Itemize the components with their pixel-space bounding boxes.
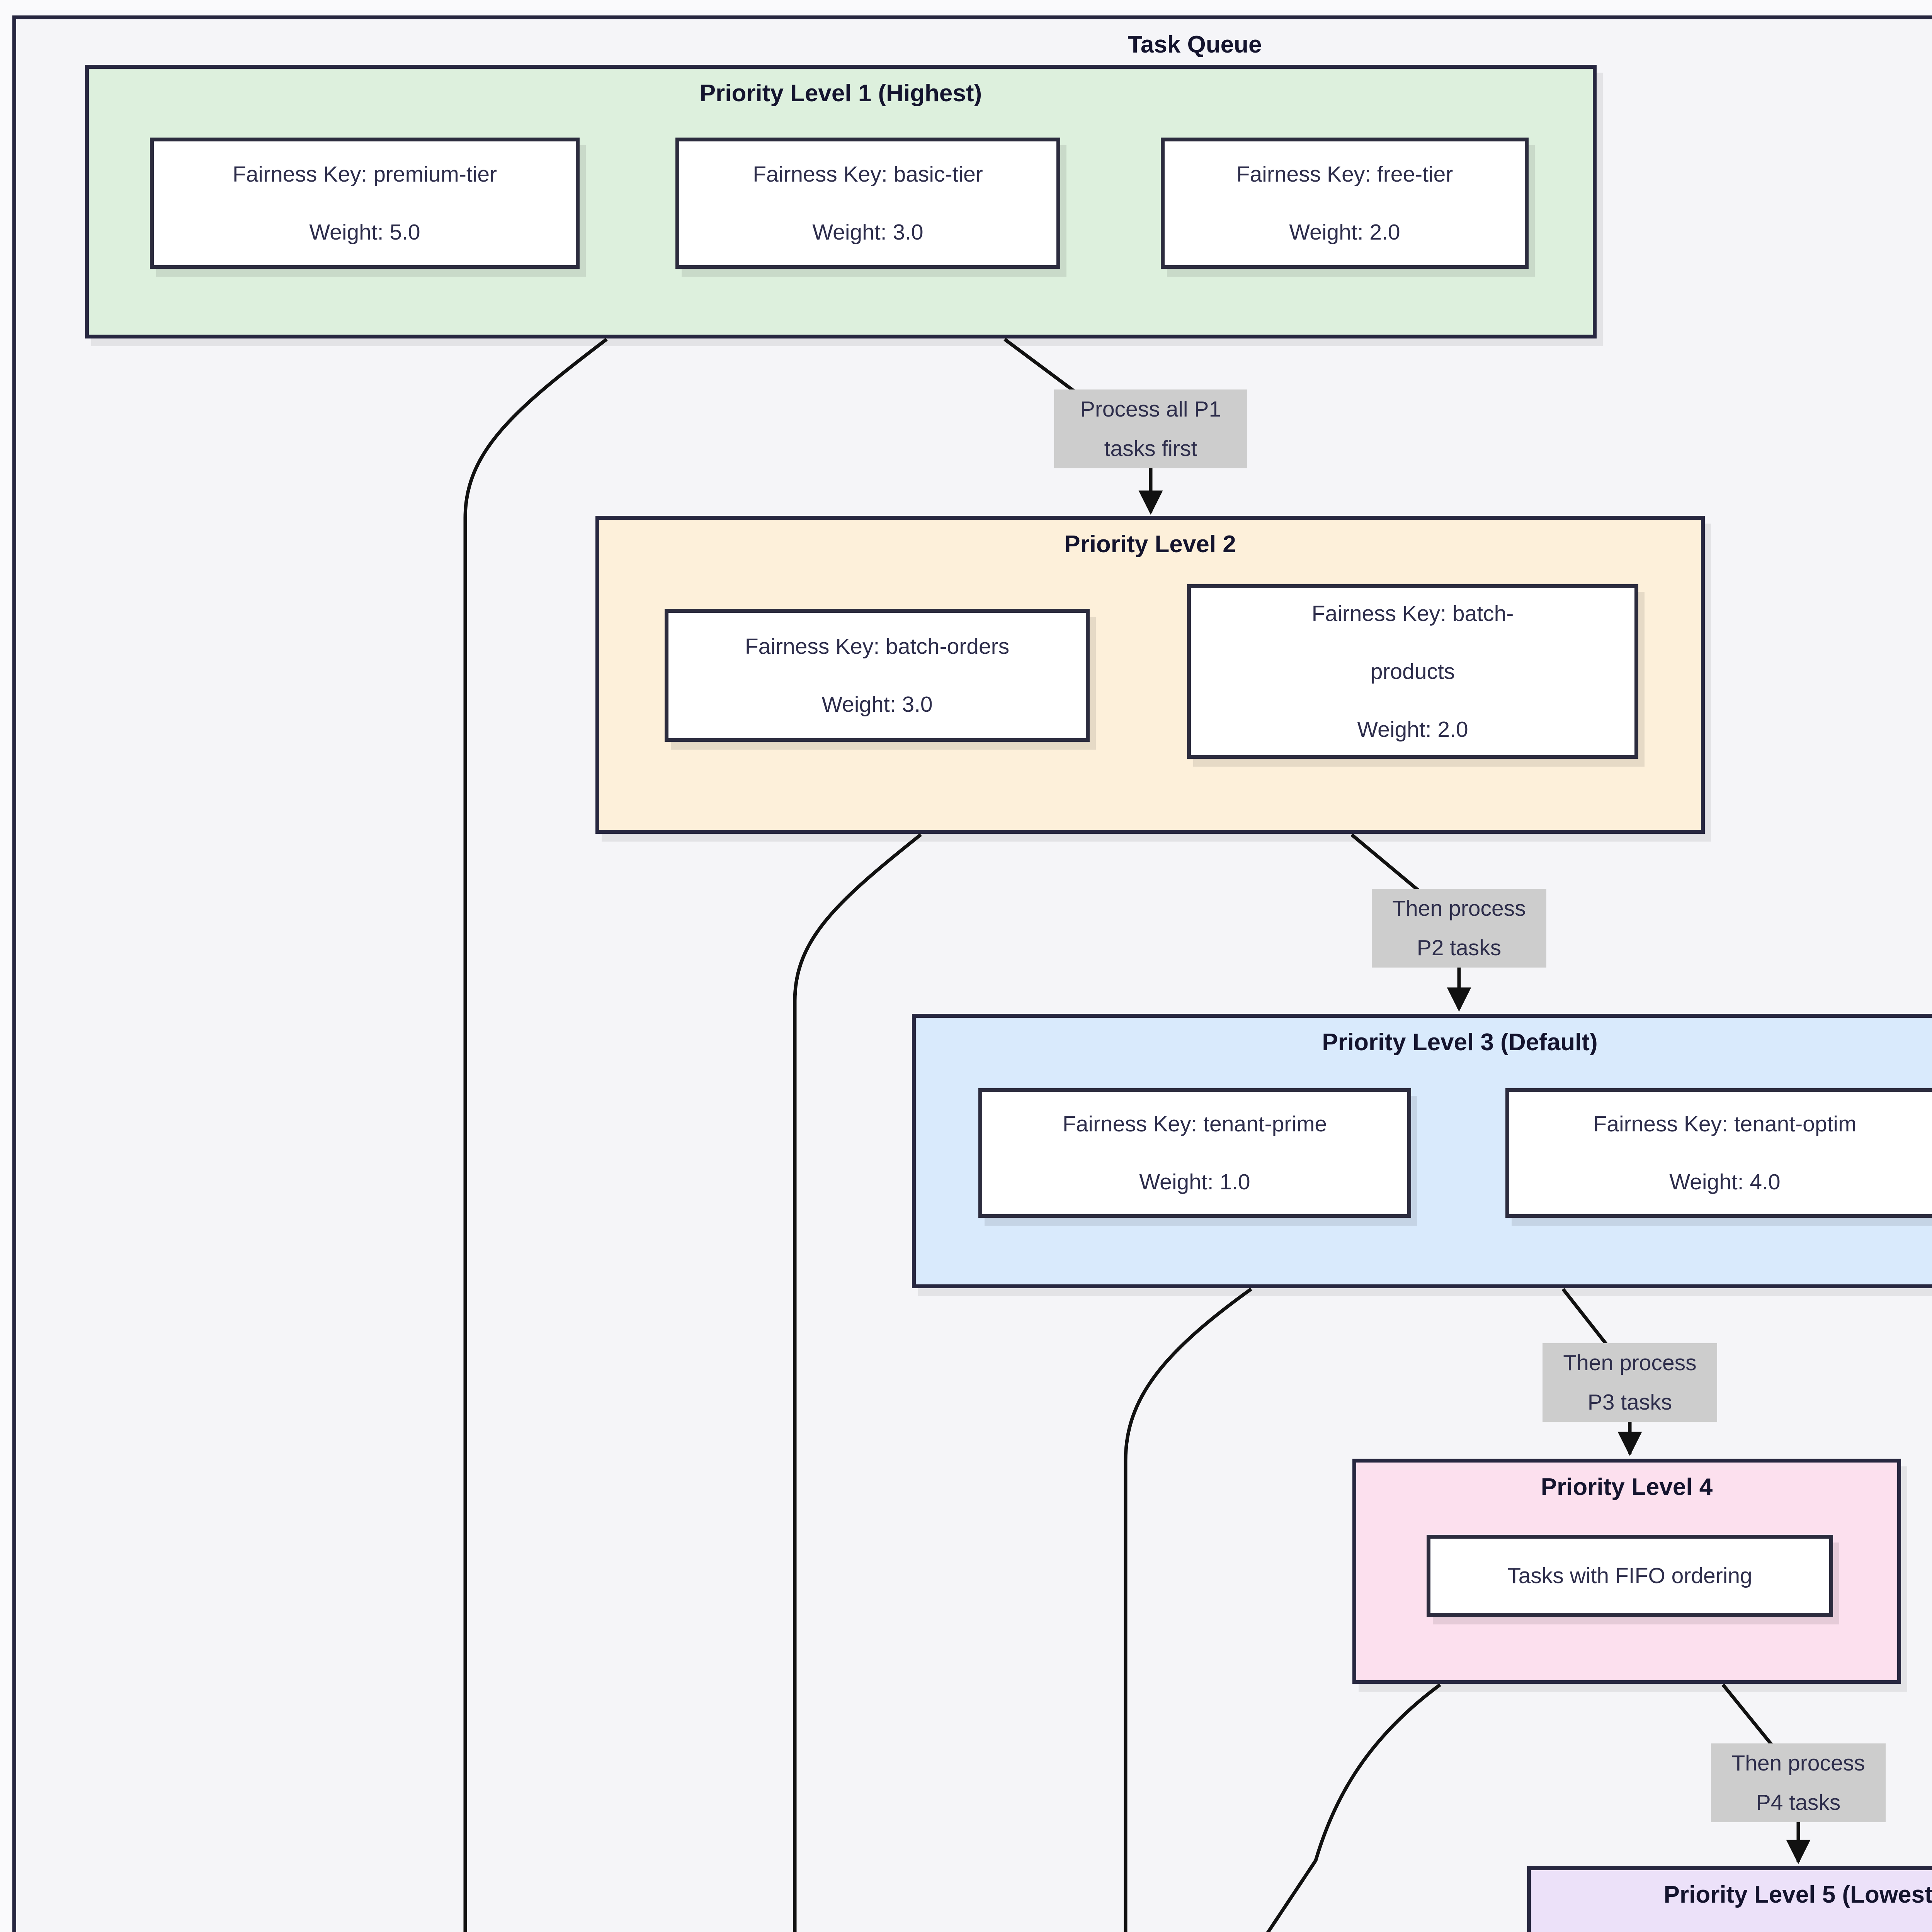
node-line: Weight: 4.0 bbox=[1669, 1170, 1781, 1194]
node-line: Weight: 3.0 bbox=[812, 220, 923, 245]
node-line: Fairness Key: batch-orders bbox=[745, 634, 1010, 659]
edge-label-process-p1: Process all P1 tasks first bbox=[1054, 389, 1247, 468]
edge-label-line: Then process bbox=[1563, 1350, 1697, 1375]
fairness-node-basic-tier: Fairness Key: basic-tier Weight: 3.0 bbox=[675, 138, 1060, 269]
node-line: Weight: 1.0 bbox=[1139, 1170, 1250, 1194]
fairness-node-batch-products: Fairness Key: batch- products Weight: 2.… bbox=[1187, 584, 1638, 759]
cluster-priority-3-label: Priority Level 3 (Default) bbox=[1322, 1029, 1598, 1056]
fairness-node-tenant-optim: Fairness Key: tenant-optim Weight: 4.0 bbox=[1505, 1088, 1932, 1218]
fairness-node-premium-tier: Fairness Key: premium-tier Weight: 5.0 bbox=[150, 138, 580, 269]
node-line: Weight: 5.0 bbox=[309, 220, 420, 245]
node-line: Weight: 2.0 bbox=[1289, 220, 1400, 245]
node-line: Fairness Key: premium-tier bbox=[232, 162, 497, 187]
edge-label-line: P4 tasks bbox=[1756, 1790, 1841, 1815]
node-line: Weight: 3.0 bbox=[821, 692, 933, 717]
fairness-node-tenant-prime: Fairness Key: tenant-prime Weight: 1.0 bbox=[978, 1088, 1411, 1218]
node-line: Fairness Key: basic-tier bbox=[753, 162, 983, 187]
node-line: Fairness Key: free-tier bbox=[1236, 162, 1453, 187]
cluster-priority-2-label: Priority Level 2 bbox=[1064, 531, 1236, 558]
node-line: Weight: 2.0 bbox=[1357, 717, 1468, 742]
edge-label-line: Then process bbox=[1731, 1751, 1865, 1776]
edge-label-line: Then process bbox=[1392, 896, 1526, 921]
fairness-node-batch-orders: Fairness Key: batch-orders Weight: 3.0 bbox=[665, 609, 1090, 742]
edge-label-line: P3 tasks bbox=[1587, 1390, 1672, 1415]
edge-label-line: Process all P1 bbox=[1080, 397, 1221, 422]
edge-label-line: P2 tasks bbox=[1417, 935, 1502, 960]
task-queue-title: Task Queue bbox=[1128, 31, 1262, 58]
node-line: Fairness Key: tenant-optim bbox=[1593, 1112, 1857, 1136]
cluster-priority-5: Priority Level 5 (Lowest) bbox=[1527, 1866, 1932, 1932]
edge-label-process-p3: Then process P3 tasks bbox=[1543, 1343, 1717, 1422]
fairness-node-free-tier: Fairness Key: free-tier Weight: 2.0 bbox=[1161, 138, 1529, 269]
fifo-node-p4: Tasks with FIFO ordering bbox=[1427, 1535, 1833, 1617]
edge-label-line: tasks first bbox=[1104, 436, 1197, 461]
edge-label-process-p2: Then process P2 tasks bbox=[1372, 889, 1546, 968]
cluster-priority-4-label: Priority Level 4 bbox=[1541, 1474, 1713, 1500]
cluster-priority-5-label: Priority Level 5 (Lowest) bbox=[1663, 1881, 1932, 1908]
edge-label-process-p4: Then process P4 tasks bbox=[1711, 1743, 1886, 1822]
cluster-priority-1-label: Priority Level 1 (Highest) bbox=[699, 80, 982, 107]
node-line: Fairness Key: tenant-prime bbox=[1062, 1112, 1327, 1136]
node-line: Tasks with FIFO ordering bbox=[1507, 1563, 1752, 1588]
node-line: products bbox=[1370, 659, 1455, 684]
node-line: Fairness Key: batch- bbox=[1311, 601, 1514, 626]
